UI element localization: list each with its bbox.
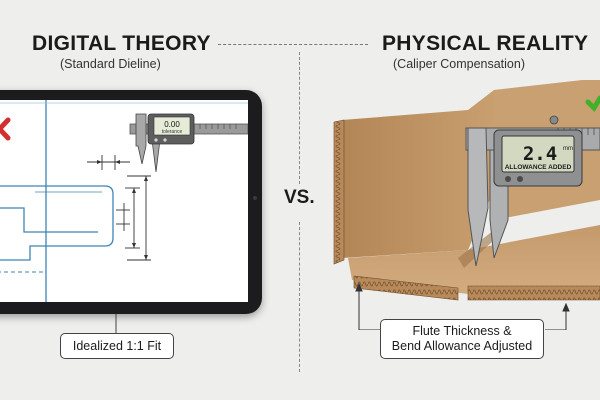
left-callout-pointer (115, 314, 117, 334)
dieline-drawing: 0.00 tolerance (0, 100, 248, 302)
left-caliper-reading: 0.00 (164, 120, 180, 129)
vs-label: VS. (284, 187, 315, 208)
tablet-device: 0.00 tolerance (0, 90, 262, 314)
callout-line-2: Bend Allowance Adjusted (391, 339, 533, 353)
dieline-panel (0, 100, 248, 302)
check-mark-icon (585, 95, 600, 113)
left-caliper-unit: tolerance (162, 129, 183, 135)
cardboard-floor (348, 225, 600, 294)
camera-dot (253, 196, 257, 200)
flute-edge-right (467, 285, 600, 301)
physical-reality-title: PHYSICAL REALITY (382, 32, 589, 55)
x-mark-icon (0, 117, 11, 141)
right-caliper-unit: mm (563, 146, 573, 152)
dieline-screen: 0.00 tolerance (0, 100, 248, 302)
digital-caliper-icon (129, 113, 248, 173)
right-caliper-reading: 2.4 (523, 143, 557, 165)
center-divider-line-lower (299, 222, 300, 372)
idealized-fit-callout: Idealized 1:1 Fit (60, 333, 174, 359)
right-callout-pointers (355, 282, 570, 330)
cardboard-photo: 2.4 mm ALLOWANCE ADDED (333, 80, 600, 301)
flute-thickness-callout: Flute Thickness & Bend Allowance Adjuste… (380, 319, 544, 359)
header-connector-line (218, 44, 368, 45)
flute-edge-vertical (333, 119, 345, 265)
dimension-lines (87, 155, 151, 261)
callout-line-1: Flute Thickness & (412, 324, 512, 338)
digital-theory-title: DIGITAL THEORY (32, 32, 211, 55)
cardboard-back-wall (342, 90, 494, 258)
center-divider-line (299, 52, 300, 184)
digital-theory-subtitle: (Standard Dieline) (60, 57, 161, 71)
physical-caliper-icon (465, 115, 600, 267)
flute-edge-left (353, 275, 459, 301)
physical-reality-subtitle: (Caliper Compensation) (393, 57, 526, 71)
allowance-added-label: ALLOWANCE ADDED (505, 164, 572, 171)
dimension-arrows (97, 160, 148, 260)
